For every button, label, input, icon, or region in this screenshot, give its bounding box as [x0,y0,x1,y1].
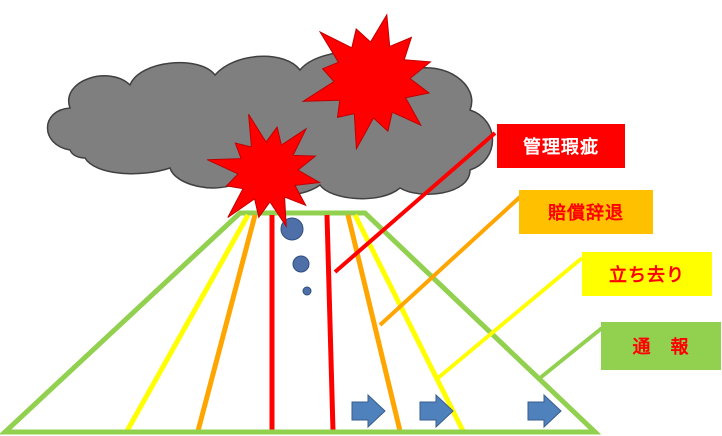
label-tsuho-text: 通 報 [632,337,690,358]
red-line-right [324,214,336,432]
explosion-small [206,114,322,229]
label-kanri-kashi-text: 管理瑕疵 [523,137,599,158]
pointer-tsuho [538,326,604,380]
yellow-line-right [352,213,466,433]
smoke-bubbles [280,217,312,296]
orange-line-left [195,214,258,432]
arrow-right-icon [527,393,562,429]
explosion-large [301,13,432,151]
pointer-baisho [378,195,522,327]
flow-arrows [351,393,562,429]
label-baisho-jitai-text: 賠償辞退 [548,203,624,224]
arrow-right-icon [351,393,386,429]
label-kanri-kashi: 管理瑕疵 [497,124,625,168]
label-baisho-jitai: 賠償辞退 [519,190,653,234]
label-tachisari: 立ち去り [582,252,712,296]
bubble-small [302,286,312,296]
pointer-lines [333,131,604,380]
lava-lines [124,213,466,433]
pointer-tachisari [436,256,584,380]
yellow-line-left [124,213,251,433]
pointer-kanri [333,131,497,274]
orange-line-right [345,214,403,432]
bubble-medium [292,255,310,273]
label-tachisari-text: 立ち去り [609,265,685,286]
label-tsuho: 通 報 [601,322,721,370]
arrow-right-icon [419,393,454,429]
explosions [206,13,432,229]
